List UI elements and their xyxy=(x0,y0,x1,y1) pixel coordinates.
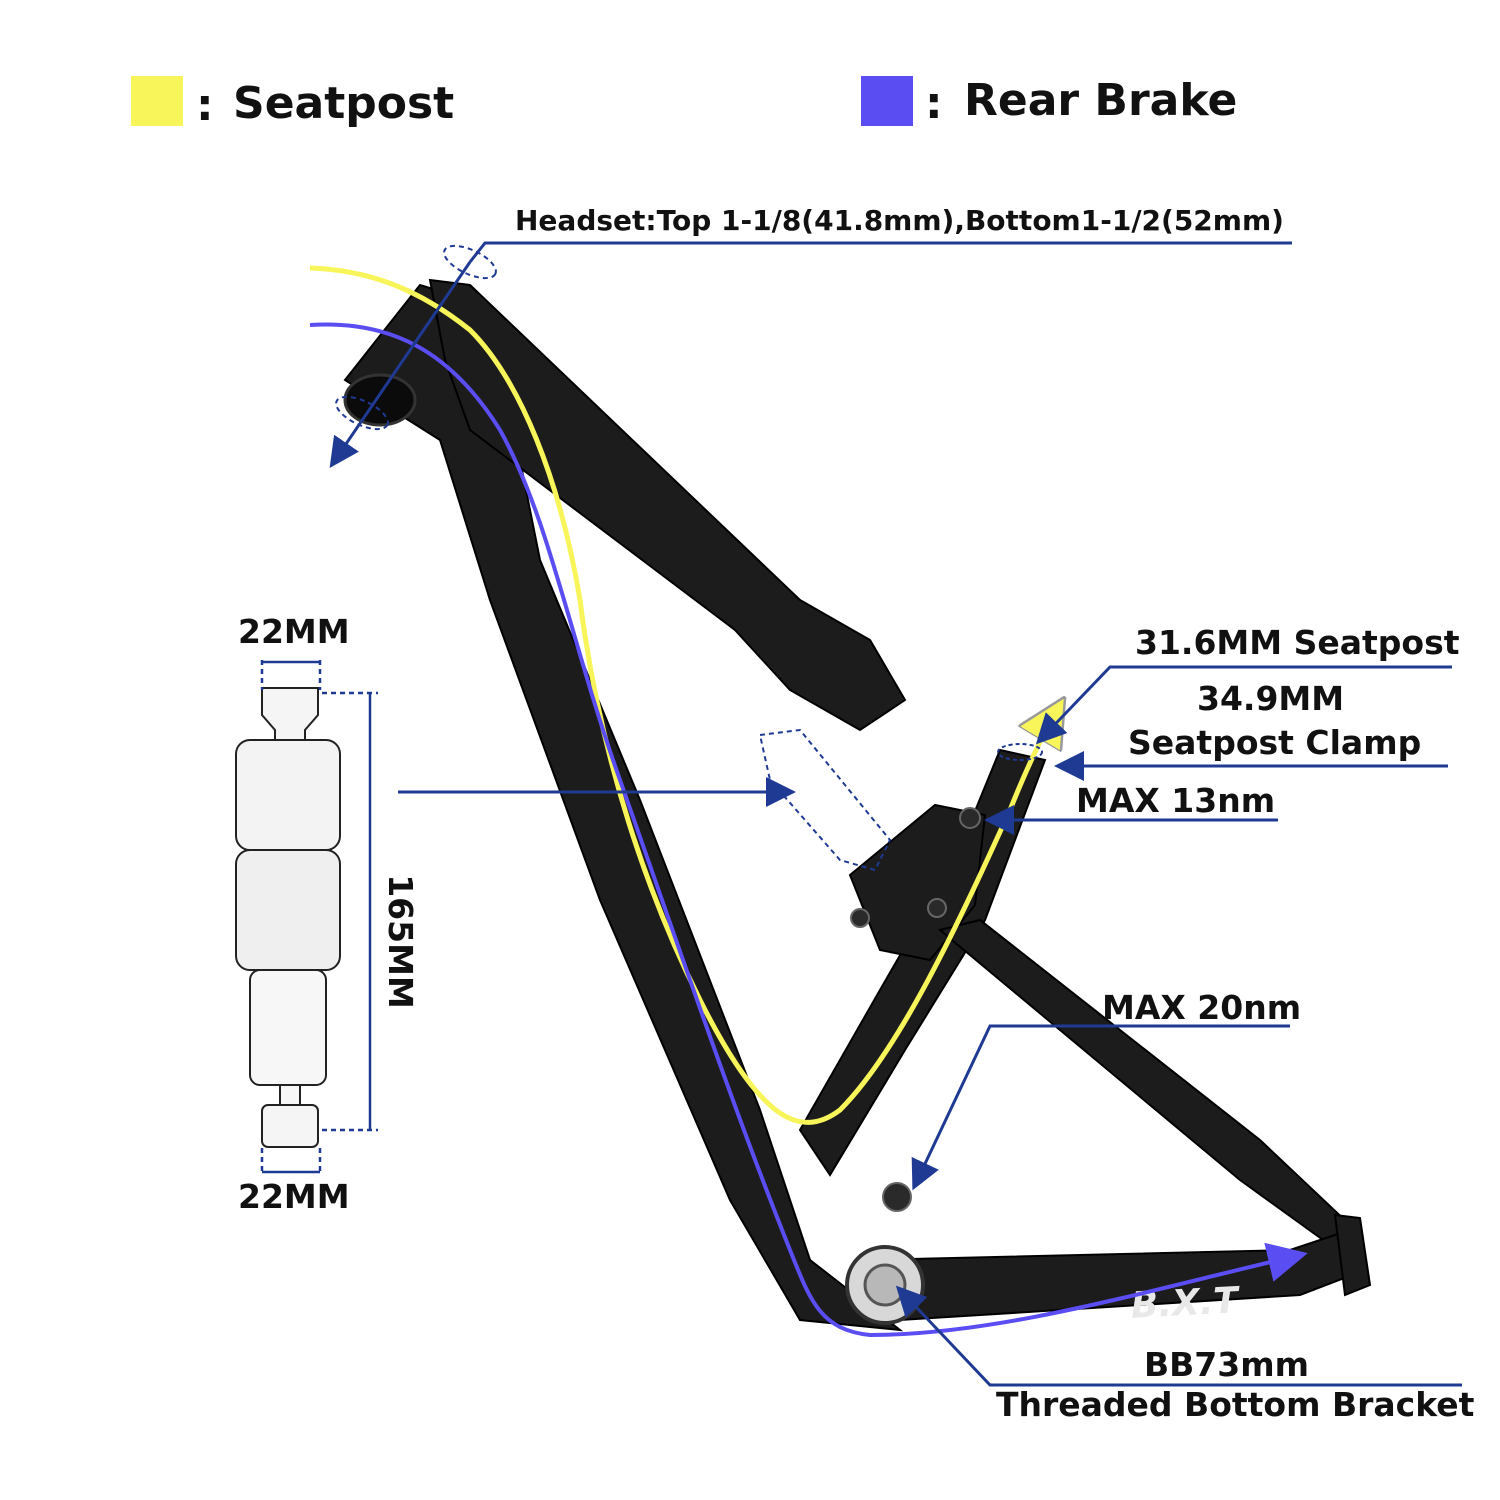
max-13nm-callout: MAX 13nm xyxy=(1076,781,1276,820)
shock-top-eye xyxy=(261,687,319,741)
rear-brake-legend-swatch xyxy=(861,76,913,126)
frame-logo: B.X.T xyxy=(1130,1280,1242,1327)
rear-shock xyxy=(235,687,341,1148)
pivot-bolt xyxy=(927,898,947,918)
shock-dimensions xyxy=(260,660,378,1175)
shock-bottom-neck xyxy=(279,1084,301,1106)
head-tube-opening xyxy=(343,373,417,427)
shock-top-eye-width: 22MM xyxy=(238,612,350,651)
shock-eye-to-eye-length: 165MM xyxy=(380,874,420,1009)
headset-callout: Headset:Top 1-1/8(41.8mm),Bottom1-1/2(52… xyxy=(515,204,1284,237)
seatpost-clamp-ring xyxy=(997,743,1043,761)
chain-stay xyxy=(868,1228,1367,1322)
shock-shaft xyxy=(249,969,327,1086)
legend-colon: : xyxy=(196,80,214,131)
shock-bottom-eye xyxy=(261,1104,319,1148)
seatpost-legend-swatch xyxy=(131,76,183,126)
shock-sleeve xyxy=(235,849,341,971)
clamp-size-callout: 34.9MM xyxy=(1197,679,1345,718)
pivot-bolt xyxy=(850,908,870,928)
pivot-bolt xyxy=(959,807,981,829)
installed-shock-outline xyxy=(758,728,892,872)
dropout xyxy=(1333,1213,1372,1297)
rear-brake-cable-route xyxy=(309,322,1308,1338)
top-tube xyxy=(428,278,907,732)
bb-size-callout: BB73mm xyxy=(1144,1345,1309,1384)
headset-bottom-ring xyxy=(335,395,389,431)
seatpost-legend-label: Seatpost xyxy=(233,78,455,129)
seat-stay xyxy=(937,918,1352,1247)
rear-brake-legend-label: Rear Brake xyxy=(964,75,1238,126)
shock-body xyxy=(235,739,341,851)
seatpost-diameter-callout: 31.6MM Seatpost xyxy=(1135,623,1460,662)
legend-colon: : xyxy=(925,78,943,129)
headset-top-ring xyxy=(443,244,497,280)
steerer-axis-arrow xyxy=(329,261,472,468)
rocker-link xyxy=(848,803,987,962)
pivot-bolt xyxy=(882,1182,912,1212)
bb-name-callout: Threaded Bottom Bracket xyxy=(996,1385,1475,1424)
max-20nm-callout: MAX 20nm xyxy=(1102,988,1302,1027)
shock-bottom-eye-width: 22MM xyxy=(238,1177,350,1216)
clamp-name-callout: Seatpost Clamp xyxy=(1128,723,1422,762)
callout-leaders xyxy=(398,241,1462,1387)
